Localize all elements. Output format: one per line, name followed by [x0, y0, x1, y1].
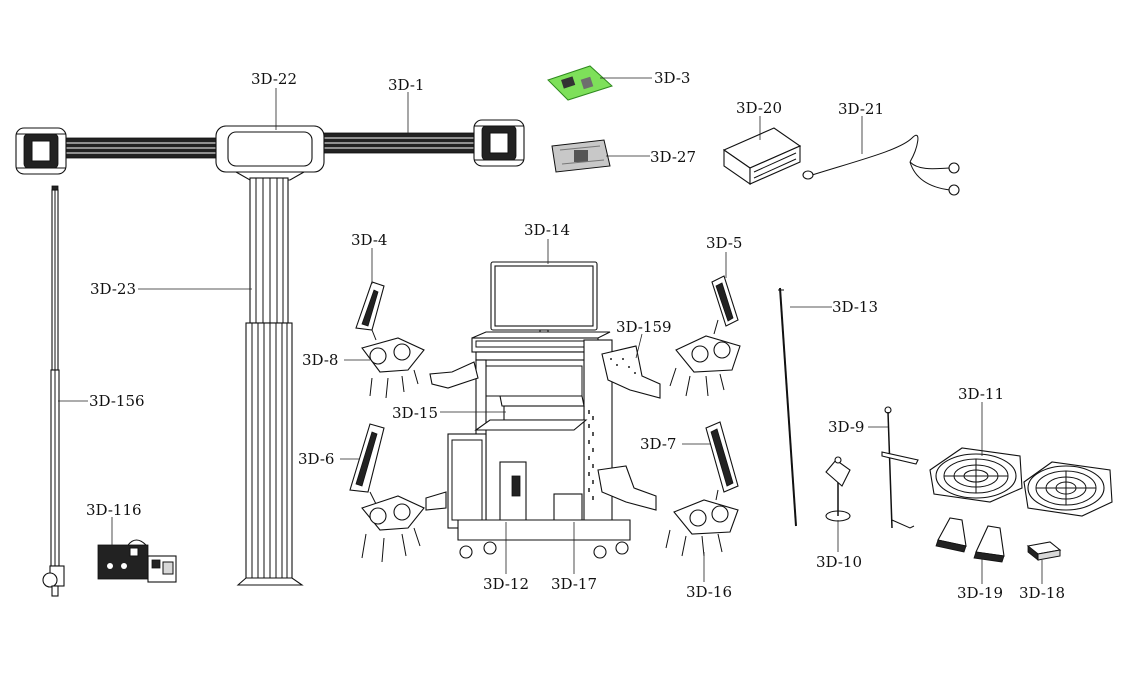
label-3d-5: 3D-5 — [706, 234, 742, 252]
label-3d-116: 3D-116 — [86, 501, 142, 519]
label-3d-1: 3D-1 — [388, 76, 424, 94]
rod — [778, 287, 797, 527]
label-3d-4: 3D-4 — [351, 231, 387, 249]
usb-dongle — [547, 65, 613, 101]
bracket-left-upper — [429, 361, 479, 389]
leader-lines — [58, 77, 1043, 584]
target-3d-7 — [705, 421, 739, 501]
label-3d-22: 3D-22 — [251, 70, 297, 88]
label-3d-19: 3D-19 — [957, 584, 1003, 602]
steering-wheel-holder — [881, 406, 919, 529]
control-board — [97, 539, 177, 583]
small-block — [1026, 541, 1062, 561]
circuit-board — [551, 139, 611, 173]
label-3d-9: 3D-9 — [828, 418, 864, 436]
column — [236, 177, 304, 586]
label-3d-159: 3D-159 — [616, 318, 672, 336]
bracket-right-lower — [597, 465, 657, 511]
label-3d-21: 3D-21 — [838, 100, 884, 118]
label-3d-7: 3D-7 — [640, 435, 676, 453]
target-3d-4 — [355, 281, 385, 341]
cabinet — [447, 331, 631, 559]
vertical-pole — [42, 185, 65, 597]
label-3d-12: 3D-12 — [483, 575, 529, 593]
wheel-chocks — [935, 517, 1005, 563]
label-3d-13: 3D-13 — [832, 298, 878, 316]
label-3d-156: 3D-156 — [89, 392, 145, 410]
power-cable — [802, 135, 960, 196]
pedal-depressor — [825, 456, 851, 522]
monitor — [490, 261, 598, 337]
wheel-clamp-lower-left — [361, 495, 425, 563]
target-3d-5 — [711, 275, 739, 335]
label-3d-10: 3D-10 — [816, 553, 862, 571]
label-3d-18: 3D-18 — [1019, 584, 1065, 602]
wheel-clamp-upper-right — [669, 335, 741, 397]
label-3d-16: 3D-16 — [686, 583, 732, 601]
bracket-left-lower — [425, 491, 447, 511]
part-labels: 3D-22 3D-1 3D-3 3D-27 3D-20 3D-21 3D-23 … — [86, 69, 1065, 602]
label-3d-6: 3D-6 — [298, 450, 334, 468]
label-3d-11: 3D-11 — [958, 385, 1004, 403]
wheel-clamp-upper-left — [361, 337, 425, 399]
label-3d-20: 3D-20 — [736, 99, 782, 117]
turntable-right — [1023, 461, 1113, 517]
target-3d-6 — [349, 423, 385, 505]
wheel-clamp-lower-right — [665, 499, 739, 557]
label-3d-8: 3D-8 — [302, 351, 338, 369]
label-3d-14: 3D-14 — [524, 221, 570, 239]
turntable-left — [929, 447, 1023, 503]
label-3d-15: 3D-15 — [392, 404, 438, 422]
label-3d-23: 3D-23 — [90, 280, 136, 298]
label-3d-27: 3D-27 — [650, 148, 696, 166]
camera-beam — [15, 119, 525, 181]
label-3d-17: 3D-17 — [551, 575, 597, 593]
bracket-right-upper — [601, 345, 661, 399]
label-3d-3: 3D-3 — [654, 69, 690, 87]
power-supply — [722, 127, 802, 186]
